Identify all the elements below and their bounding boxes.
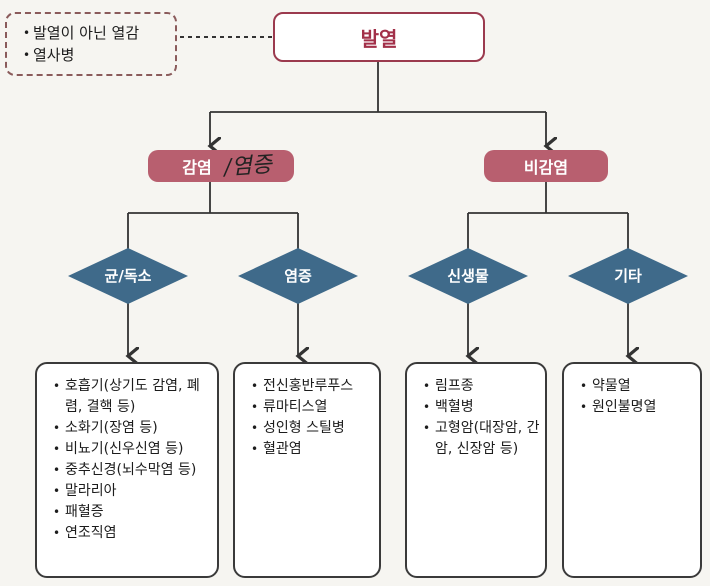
list-item: 약물열 <box>580 376 700 397</box>
list-item: 패혈증 <box>53 502 217 523</box>
root-node: 발열 <box>273 12 485 62</box>
list-item: 말라리아 <box>53 481 217 502</box>
list-item: 연조직염 <box>53 523 217 544</box>
diamond-label-inflammation: 염증 <box>284 267 312 285</box>
list-item: 원인불명열 <box>580 397 700 418</box>
leaf-box-other: 약물열 원인불명열 <box>562 362 702 578</box>
leaf-box-neoplasm: 림프종 백혈병 고형암(대장암, 간암, 신장암 등) <box>405 362 547 578</box>
handwritten-annotation: /염증 <box>223 152 273 181</box>
root-label: 발열 <box>360 26 398 51</box>
list-item: 고형암(대장암, 간암, 신장암 등) <box>423 418 545 460</box>
list-item: 호흡기(상기도 감염, 폐렴, 결핵 등) <box>53 376 217 418</box>
leaf-box-inflammation: 전신홍반루푸스 류마티스열 성인형 스틸병 혈관염 <box>233 362 381 578</box>
diamond-shape-neoplasm <box>408 248 528 304</box>
diamond-label-other: 기타 <box>614 267 642 285</box>
infection-node: 감염 /염증 <box>148 150 294 182</box>
list-item: 림프종 <box>423 376 545 397</box>
list-item: 비뇨기(신우신염 등) <box>53 439 217 460</box>
list-item: 소화기(장염 등) <box>53 418 217 439</box>
diamond-label-neoplasm: 신생물 <box>447 267 489 285</box>
diamond-shape-bacteria <box>68 248 188 304</box>
leaf-box-bacteria: 호흡기(상기도 감염, 폐렴, 결핵 등) 소화기(장염 등) 비뇨기(신우신염… <box>35 362 219 578</box>
list-item: 중추신경(뇌수막염 등) <box>53 460 217 481</box>
note-item: 열사병 <box>23 44 175 66</box>
list-item: 혈관염 <box>251 439 379 460</box>
list-item: 전신홍반루푸스 <box>251 376 379 397</box>
diamond-shape-other <box>568 248 688 304</box>
note-box: 발열이 아닌 열감 열사병 <box>5 12 177 76</box>
list-item: 백혈병 <box>423 397 545 418</box>
non-infection-node: 비감염 <box>484 150 608 182</box>
note-item: 발열이 아닌 열감 <box>23 22 175 44</box>
diamond-shape-inflammation <box>238 248 358 304</box>
list-item: 류마티스열 <box>251 397 379 418</box>
non-infection-label: 비감염 <box>523 158 569 177</box>
list-item: 성인형 스틸병 <box>251 418 379 439</box>
infection-label: 감염 <box>182 158 212 177</box>
diamond-label-bacteria: 균/독소 <box>104 267 152 285</box>
